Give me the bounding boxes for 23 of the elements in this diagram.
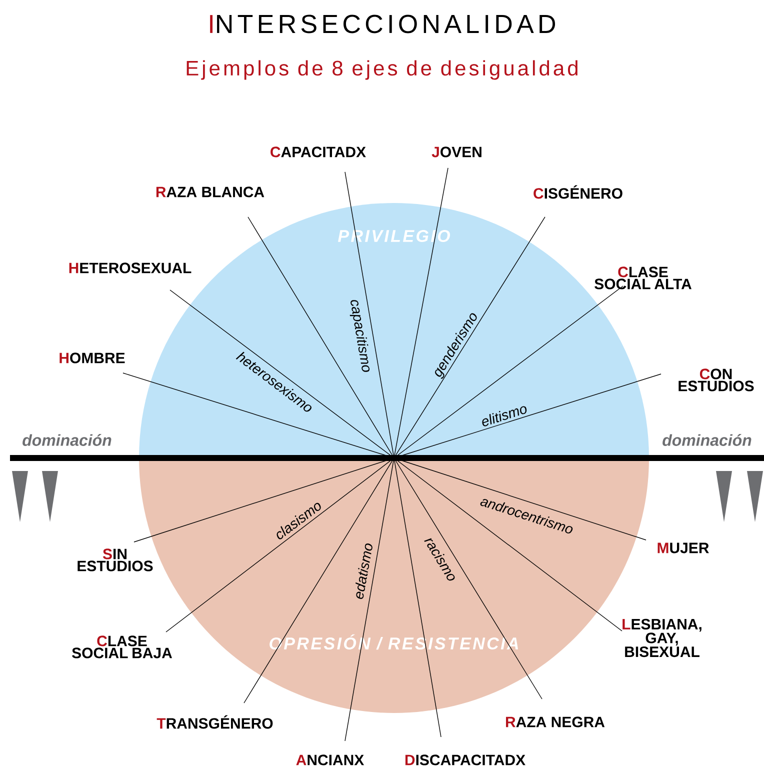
axis-label: MUJER bbox=[658, 542, 709, 554]
axis-label: HOMBRE bbox=[60, 352, 125, 364]
axis-label: ANCIANX bbox=[296, 754, 364, 766]
axis-label: JOVEN bbox=[432, 146, 482, 158]
axis-label: TRANSGÉNERO bbox=[156, 715, 273, 729]
title: INTERSECCIONALIDAD bbox=[210, 14, 556, 34]
axis-label: LESBIANA, GAY, BISEXUAL bbox=[622, 618, 702, 658]
side-label: dominación bbox=[662, 434, 752, 446]
axis-label: CLASE SOCIAL ALTA bbox=[594, 266, 692, 290]
edge-label: edatismo bbox=[356, 543, 372, 599]
axis-label: SIN ESTUDIOS bbox=[78, 548, 153, 572]
axis-label: HETEROSEXUAL bbox=[69, 262, 192, 274]
axis-label: CLASE SOCIAL BAJA bbox=[72, 636, 172, 658]
edge-label: capacitismo bbox=[350, 300, 370, 372]
axis-label: DISCAPACITADX bbox=[405, 754, 526, 766]
axis-label: CAPACITADX bbox=[270, 146, 366, 158]
edge-label: elitismo bbox=[482, 406, 527, 426]
axis-label: CON ESTUDIOS bbox=[678, 368, 754, 392]
subtitle: Ejemplos de 8 ejes de desigualdad bbox=[186, 60, 578, 80]
axis-label: CISGÉNERO bbox=[534, 185, 622, 199]
axis-label: RAZA NEGRA bbox=[506, 716, 605, 728]
axis-label: RAZA BLANCA bbox=[156, 186, 264, 198]
side-label: dominación bbox=[22, 434, 112, 446]
